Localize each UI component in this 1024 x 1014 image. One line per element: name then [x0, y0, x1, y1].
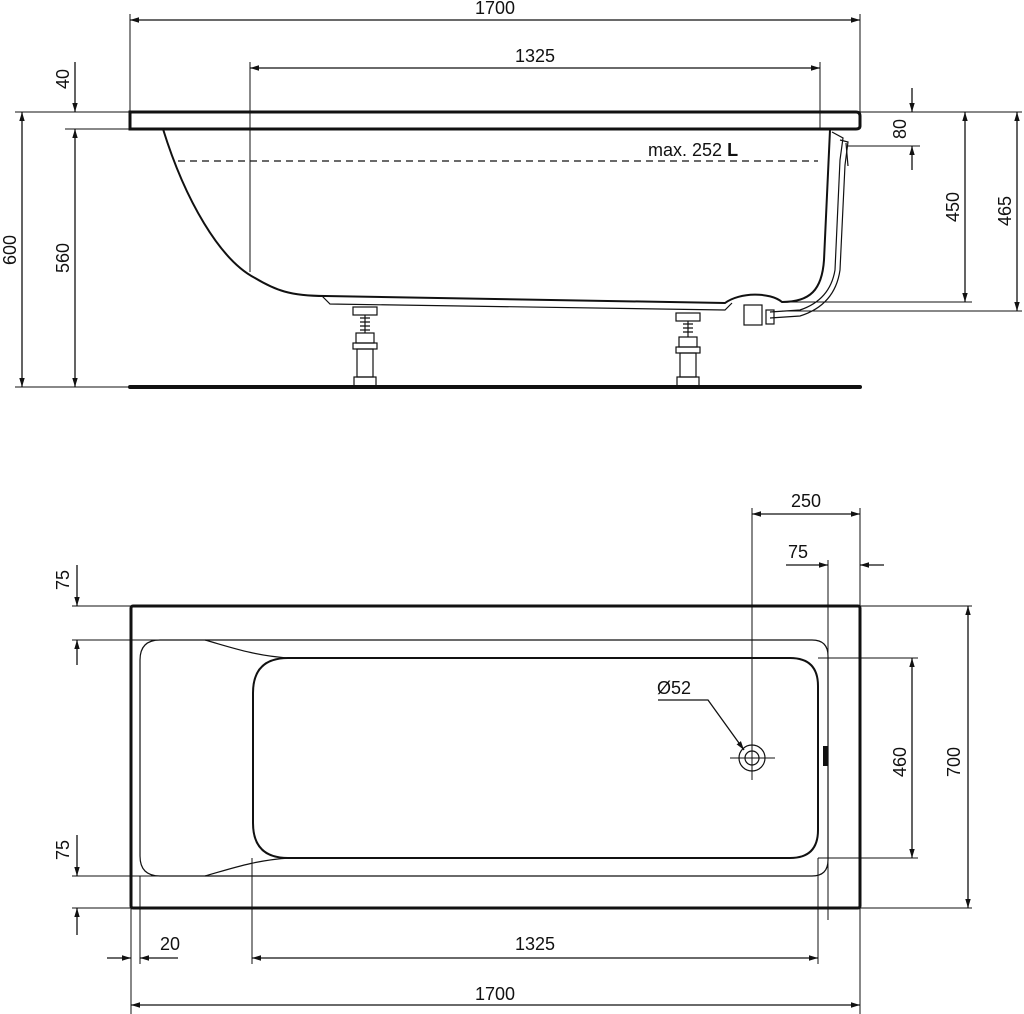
dim-1325-top: 1325	[515, 46, 555, 66]
tub-rim	[128, 110, 862, 131]
dim-40: 40	[53, 69, 73, 89]
capacity-label: max. 252 L	[648, 140, 738, 160]
tub-base	[321, 295, 733, 311]
dim-560: 560	[53, 243, 73, 273]
overflow-waste-pipe	[743, 131, 849, 326]
adjustable-foot-left	[352, 306, 378, 387]
dimension-lines-side	[15, 14, 1022, 388]
dimension-lines-plan	[72, 508, 972, 1014]
dim-75-bottom: 75	[53, 840, 73, 860]
drain-diameter-label: Ø52	[657, 678, 691, 698]
dim-20: 20	[160, 934, 180, 954]
adjustable-foot-right	[675, 312, 701, 387]
dim-250: 250	[791, 491, 821, 511]
headrest-curve-top	[204, 639, 291, 659]
dim-75-right: 75	[788, 542, 808, 562]
headrest-curve-bottom	[204, 857, 291, 877]
dim-1700-top: 1700	[475, 0, 515, 18]
tub-body	[162, 128, 831, 305]
overflow-slot	[823, 746, 828, 766]
dim-460: 460	[890, 747, 910, 777]
tub-basin	[252, 657, 819, 859]
dim-1325-bottom: 1325	[515, 934, 555, 954]
dim-1700-bottom: 1700	[475, 984, 515, 1004]
dim-465: 465	[995, 196, 1015, 226]
side-view: max. 252 L	[0, 0, 1022, 389]
dim-75-top: 75	[53, 570, 73, 590]
tub-outline	[129, 604, 862, 910]
drain-leader	[658, 699, 745, 751]
dim-600: 600	[0, 235, 20, 265]
dim-80: 80	[890, 119, 910, 139]
dim-700: 700	[944, 747, 964, 777]
dim-450: 450	[943, 192, 963, 222]
plan-view: Ø52 250 75 460 700 75	[53, 491, 972, 1014]
tub-inner-rim	[139, 639, 829, 877]
